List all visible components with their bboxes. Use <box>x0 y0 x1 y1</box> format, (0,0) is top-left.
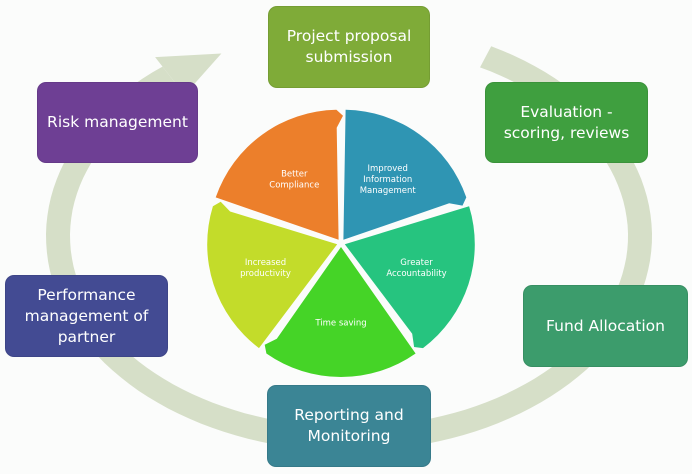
benefit-segment <box>215 109 343 240</box>
benefit-segment <box>264 247 416 378</box>
benefit-segment <box>344 206 475 349</box>
step-label: Fund Allocation <box>546 316 665 335</box>
step-label: Evaluation - scoring, reviews <box>503 102 630 142</box>
step-label: Risk management <box>47 113 188 131</box>
benefit-label: Time saving <box>314 318 366 328</box>
step-label: Performance management of partner <box>24 285 149 346</box>
step-label: Reporting and Monitoring <box>294 406 404 445</box>
benefit-segment <box>343 109 467 240</box>
step-reporting-and-monitoring: Reporting and Monitoring <box>267 385 431 467</box>
step-risk-management: Risk management <box>37 82 198 163</box>
cycle-ring-arrow <box>46 46 652 451</box>
ring-arrowhead <box>155 53 222 95</box>
step-project-proposal-submission: Project proposal submission <box>268 6 430 88</box>
step-evaluation: Evaluation - scoring, reviews <box>485 82 648 163</box>
step-label: Project proposal submission <box>286 27 412 66</box>
step-performance-management: Performance management of partner <box>5 275 168 357</box>
step-fund-allocation: Fund Allocation <box>523 285 688 367</box>
benefit-segment <box>207 201 338 349</box>
